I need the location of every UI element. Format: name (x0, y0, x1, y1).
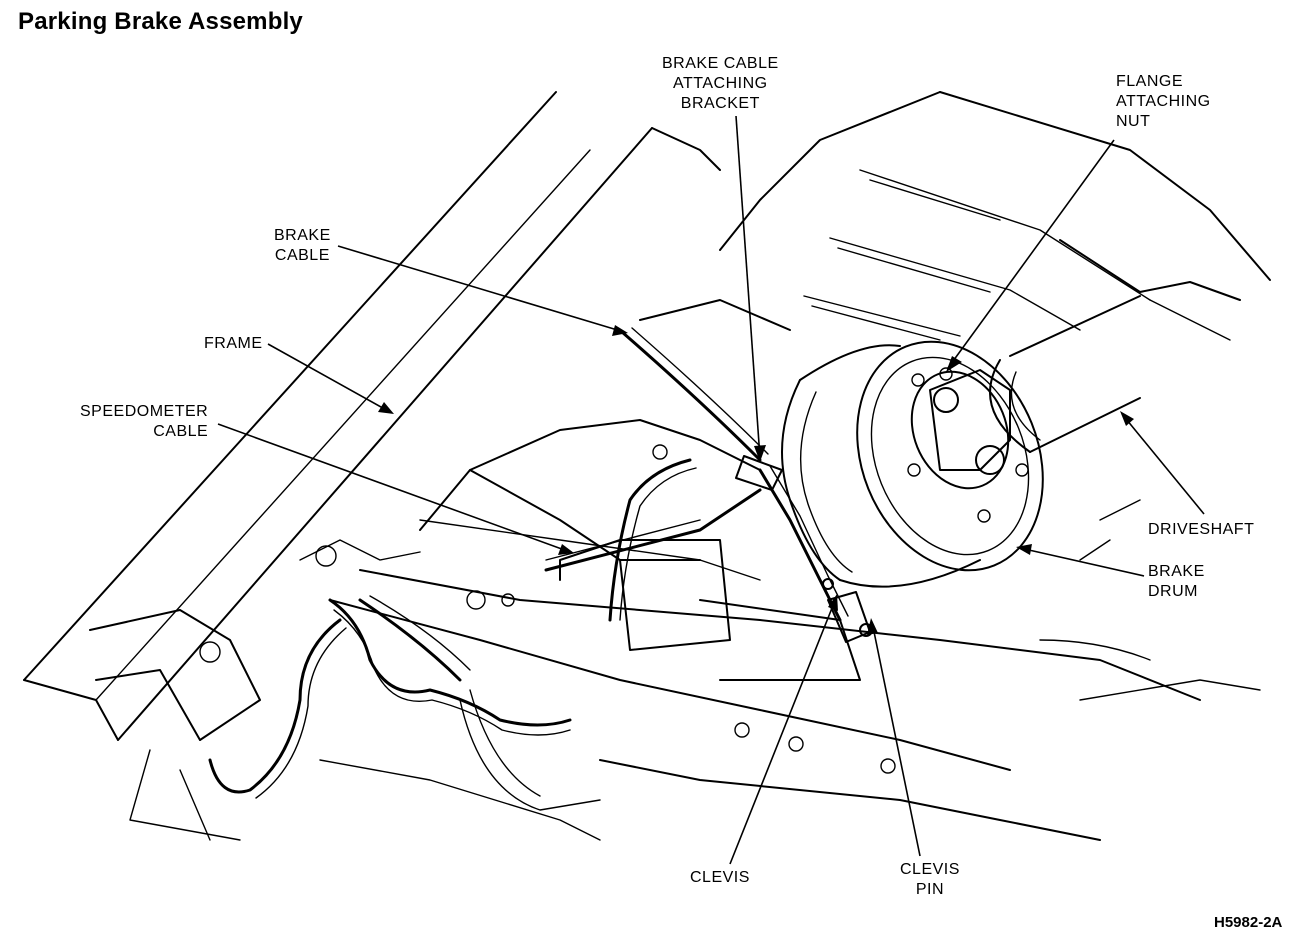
floor-pan (639, 91, 1271, 341)
callout-line: CLEVIS (900, 861, 960, 878)
driveshaft (989, 295, 1141, 453)
wiring-harness (208, 595, 572, 799)
callout-clevis: CLEVIS (690, 868, 750, 888)
callout-speedometer-cable: SPEEDOMETER CABLE (80, 402, 208, 442)
callout-line: FRAME (204, 335, 263, 352)
callout-line: CABLE (153, 423, 209, 440)
figure-id: H5982-2A (1214, 914, 1283, 931)
callout-line: FLANGE (1116, 73, 1184, 90)
frame-rail (23, 91, 721, 741)
lower-left-mount (89, 444, 896, 841)
callout-line: SPEEDOMETER (80, 403, 209, 420)
callout-line: NUT (1116, 113, 1151, 130)
brake-drum (781, 340, 1044, 588)
callout-line: CABLE (274, 247, 330, 264)
callout-driveshaft: DRIVESHAFT (1148, 520, 1254, 540)
callout-line: PIN (915, 881, 945, 898)
callout-line: BRAKE (274, 227, 331, 244)
callout-line: ATTACHING (673, 75, 768, 92)
callout-frame: FRAME (204, 334, 263, 354)
callout-line: ATTACHING (1116, 93, 1211, 110)
callout-brake-cable-attaching-bracket: BRAKE CABLE ATTACHING BRACKET (662, 54, 779, 114)
callout-line: CLEVIS (690, 869, 750, 886)
callout-brake-cable: BRAKE CABLE (274, 226, 331, 266)
leader-lines (217, 115, 1205, 865)
callout-line: DRIVESHAFT (1148, 521, 1255, 538)
page-title: Parking Brake Assembly (18, 8, 303, 35)
callout-line: BRAKE (1148, 563, 1205, 580)
callout-line: BRAKE CABLE (662, 55, 779, 72)
callout-line: DRUM (1148, 583, 1198, 600)
cross-member (319, 419, 1261, 841)
speedometer-cable-line (544, 458, 762, 622)
callout-line: BRACKET (680, 95, 760, 112)
callout-clevis-pin: CLEVIS PIN (900, 860, 960, 900)
callout-flange-attaching-nut: FLANGE ATTACHING NUT (1116, 72, 1211, 132)
callout-brake-drum: BRAKE DRUM (1148, 562, 1205, 602)
